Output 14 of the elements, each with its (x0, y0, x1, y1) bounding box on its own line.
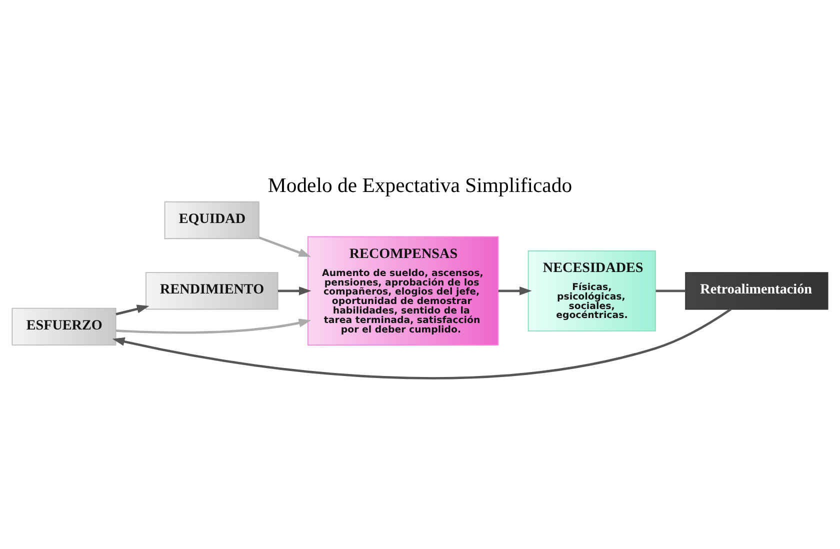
connector (656, 289, 686, 292)
arrow (116, 318, 312, 334)
arrow (112, 308, 732, 379)
node-box: RENDIMIENTO (145, 272, 278, 310)
arrow (498, 286, 532, 295)
node-box: ESFUERZO (12, 307, 116, 346)
diagram-title: Modelo de Expectativa Simplificado (268, 174, 572, 197)
node-box: Retroalimentación (685, 272, 828, 310)
node-box: NECESIDADES Físicas, psicológicas, sociales, egocéntricas. (528, 250, 656, 331)
arrow (258, 236, 312, 256)
arrow (278, 286, 312, 295)
arrow (116, 304, 150, 315)
node-box: RECOMPENSAS Aumento de sueldo, ascensos, pensiones, aprobación de los compañeros, elogios del jefe, oportunidad de demostrar habilidades, sentido de la tarea terminada, satisfacción por el deber cumplido. (307, 236, 499, 346)
node-box: EQUIDAD (164, 200, 260, 239)
